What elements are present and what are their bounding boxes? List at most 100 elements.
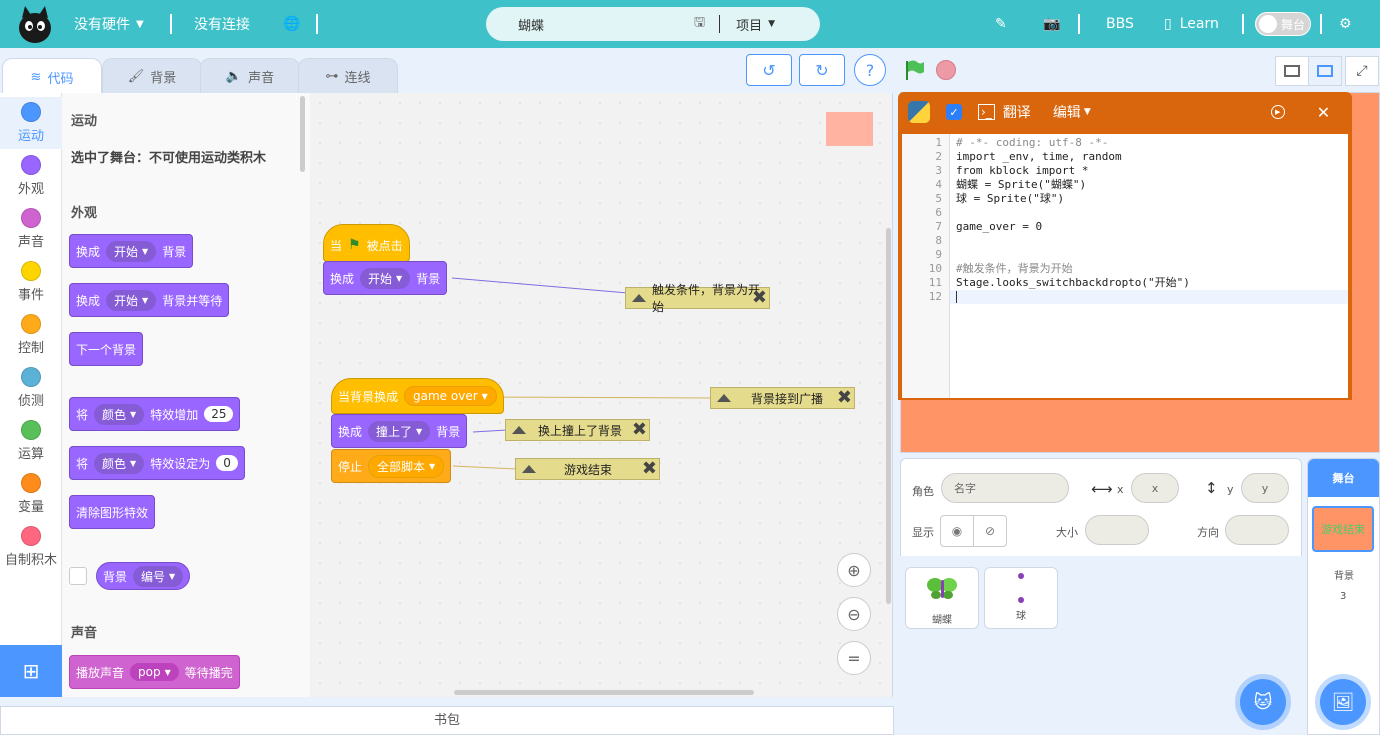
- block-clear-effects[interactable]: 清除图形特效: [69, 495, 156, 529]
- reporter-checkbox[interactable]: [69, 567, 87, 585]
- project-name-input[interactable]: 蝴蝶: [518, 18, 545, 34]
- comment-note[interactable]: 背景接到广播 ✖: [710, 387, 855, 409]
- sound-dropdown[interactable]: pop▼: [130, 663, 179, 681]
- show-visible-button[interactable]: ◉: [940, 515, 974, 547]
- palette-scrollbar[interactable]: [300, 96, 305, 172]
- backdrop-dropdown[interactable]: 开始▼: [360, 267, 411, 289]
- category-variables[interactable]: 变量: [0, 468, 62, 520]
- close-icon[interactable]: ✖: [751, 287, 767, 308]
- number-input[interactable]: 25: [204, 406, 234, 422]
- block-backdrop-reporter[interactable]: 背景 编号▼: [96, 562, 191, 590]
- edit-menu[interactable]: 编辑 ▼: [1053, 102, 1091, 122]
- green-flag-icon[interactable]: [902, 58, 926, 82]
- collapse-triangle-icon[interactable]: [512, 426, 526, 434]
- block-when-flag-clicked[interactable]: 当 ⚑ 被点击: [323, 224, 410, 262]
- hardware-menu[interactable]: 没有硬件 ▼: [74, 0, 144, 48]
- close-icon[interactable]: ✖: [631, 419, 647, 440]
- comment-note[interactable]: 触发条件，背景为开始 ✖: [625, 283, 770, 314]
- comment-note[interactable]: 换上撞上了背景 ✖: [505, 419, 650, 441]
- backdrop-property-dropdown[interactable]: 编号▼: [133, 565, 184, 587]
- number-input[interactable]: 0: [216, 455, 238, 471]
- stage-thumbnail[interactable]: 游戏结束: [1312, 506, 1374, 552]
- zoom-in-button[interactable]: ⊕: [837, 553, 871, 587]
- globe-icon: 🌐: [283, 16, 301, 32]
- collapse-triangle-icon[interactable]: [522, 465, 536, 473]
- add-extension-icon: ⊞: [22, 659, 40, 683]
- category-sensing[interactable]: 侦测: [0, 362, 62, 414]
- category-sound[interactable]: 声音: [0, 203, 62, 255]
- backdrop-dropdown[interactable]: game over▼: [404, 386, 497, 406]
- size-input[interactable]: [1085, 515, 1149, 545]
- tab-wiring[interactable]: ⊶ 连线: [298, 58, 398, 94]
- large-stage-button[interactable]: [1308, 56, 1342, 86]
- sprite-card[interactable]: 蝴蝶: [905, 567, 979, 629]
- block-switch-backdrop[interactable]: 换成 撞上了▼ 背景: [331, 414, 468, 448]
- backdrop-dropdown[interactable]: 撞上了▼: [368, 420, 431, 442]
- language-button[interactable]: 🌐: [283, 0, 300, 48]
- camera-icon[interactable]: 📷: [1043, 16, 1061, 32]
- pencil-icon[interactable]: ✎: [995, 16, 1007, 32]
- fullscreen-button[interactable]: ⤢: [1345, 56, 1379, 86]
- category-operators[interactable]: 运算: [0, 415, 62, 467]
- category-motion[interactable]: 运动: [0, 97, 62, 149]
- backpack-bar[interactable]: 书包: [0, 706, 894, 735]
- block-switch-backdrop[interactable]: 换成 开始▼ 背景: [69, 234, 194, 268]
- block-switch-backdrop-wait[interactable]: 换成 开始▼ 背景并等待: [69, 283, 230, 317]
- collapse-triangle-icon[interactable]: [632, 294, 646, 302]
- zoom-out-button[interactable]: ⊖: [837, 597, 871, 631]
- add-sprite-button[interactable]: 🐱: [1240, 679, 1286, 725]
- direction-input[interactable]: [1225, 515, 1289, 545]
- sync-checkbox[interactable]: ✓: [946, 104, 962, 120]
- x-input[interactable]: x: [1131, 473, 1179, 503]
- effect-dropdown[interactable]: 颜色▼: [94, 403, 145, 425]
- undo-button[interactable]: ↺: [746, 54, 792, 86]
- save-icon[interactable]: 🖫: [694, 15, 706, 30]
- redo-button[interactable]: ↻: [799, 54, 845, 86]
- show-hidden-button[interactable]: ⊘: [973, 515, 1007, 547]
- add-backdrop-button[interactable]: 🖼: [1320, 679, 1366, 725]
- caret-down-icon: ▼: [142, 246, 149, 256]
- close-icon[interactable]: ✖: [641, 458, 657, 479]
- help-button[interactable]: ?: [854, 54, 886, 86]
- effect-dropdown[interactable]: 颜色▼: [94, 452, 145, 474]
- category-events[interactable]: 事件: [0, 256, 62, 308]
- category-looks[interactable]: 外观: [0, 150, 62, 202]
- stop-icon[interactable]: [936, 60, 956, 80]
- block-change-effect[interactable]: 将 颜色▼ 特效增加 25: [69, 397, 241, 431]
- close-icon[interactable]: ✖: [836, 387, 852, 408]
- code-editor[interactable]: 1 2 3 4 5 6 7 8 9 10 11 12 # -*- coding:…: [902, 134, 1348, 398]
- block-next-backdrop[interactable]: 下一个背景: [69, 332, 144, 366]
- settings-gear-icon[interactable]: ⚙: [1339, 16, 1352, 32]
- backdrop-dropdown[interactable]: 开始▼: [106, 289, 157, 311]
- collapse-triangle-icon[interactable]: [717, 394, 731, 402]
- run-icon[interactable]: ▶: [1270, 105, 1285, 119]
- connection-button[interactable]: 没有连接: [194, 0, 250, 48]
- backdrop-dropdown[interactable]: 开始▼: [106, 240, 157, 262]
- tab-code[interactable]: ≋ 代码: [2, 58, 102, 95]
- y-input[interactable]: y: [1241, 473, 1289, 503]
- zoom-reset-button[interactable]: =: [837, 641, 871, 675]
- category-control[interactable]: 控制: [0, 309, 62, 361]
- close-icon[interactable]: ✕: [1316, 102, 1331, 122]
- bbs-link[interactable]: BBS: [1106, 16, 1134, 32]
- translate-button[interactable]: 翻译: [1002, 105, 1031, 121]
- small-stage-button[interactable]: [1275, 56, 1309, 86]
- block-switch-backdrop[interactable]: 换成 开始▼ 背景: [323, 261, 448, 295]
- block-set-effect[interactable]: 将 颜色▼ 特效设定为 0: [69, 446, 245, 480]
- workspace-vertical-scrollbar[interactable]: [886, 228, 891, 604]
- block-play-sound-until-done[interactable]: 播放声音 pop▼ 等待播完: [69, 655, 240, 689]
- workspace-horizontal-scrollbar[interactable]: [454, 690, 754, 695]
- tab-backdrop[interactable]: 🖌 背景: [102, 58, 202, 94]
- stop-option-dropdown[interactable]: 全部脚本▼: [368, 454, 445, 478]
- comment-note[interactable]: 游戏结束 ✖: [515, 458, 660, 480]
- learn-link[interactable]: ▯ Learn: [1164, 0, 1219, 48]
- add-extension-button[interactable]: ⊞: [0, 645, 62, 697]
- stage-toggle[interactable]: 舞台: [1255, 12, 1311, 36]
- sprite-name-input[interactable]: 名字: [941, 473, 1069, 503]
- project-menu[interactable]: 项目 ▼: [736, 15, 775, 34]
- block-when-backdrop-switches[interactable]: 当背景换成 game over▼: [331, 378, 504, 414]
- stage-toggle-label: 舞台: [1281, 17, 1306, 32]
- category-my-blocks[interactable]: 自制积木: [0, 521, 62, 573]
- sprite-card[interactable]: 球: [984, 567, 1058, 629]
- block-stop-all[interactable]: 停止 全部脚本▼: [331, 449, 452, 483]
